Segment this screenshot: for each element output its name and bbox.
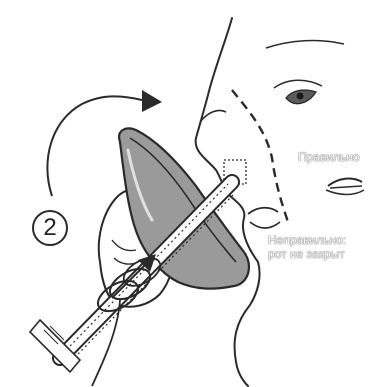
- eyebrow: [266, 41, 344, 48]
- label-incorrect-line1: Неправильно:: [268, 233, 346, 247]
- correct-mouth-icon: [326, 179, 364, 195]
- label-incorrect-line2: рот не закрыт: [268, 247, 346, 261]
- eye-icon: [274, 80, 322, 103]
- arrow-head-icon: [142, 90, 162, 112]
- step-number: 2: [34, 212, 66, 244]
- label-incorrect: Неправильно: рот не закрыт: [268, 233, 346, 261]
- incorrect-mouth-icon: [248, 208, 280, 228]
- label-correct: Правильно: [298, 150, 360, 164]
- dashed-guide-line: [232, 90, 288, 222]
